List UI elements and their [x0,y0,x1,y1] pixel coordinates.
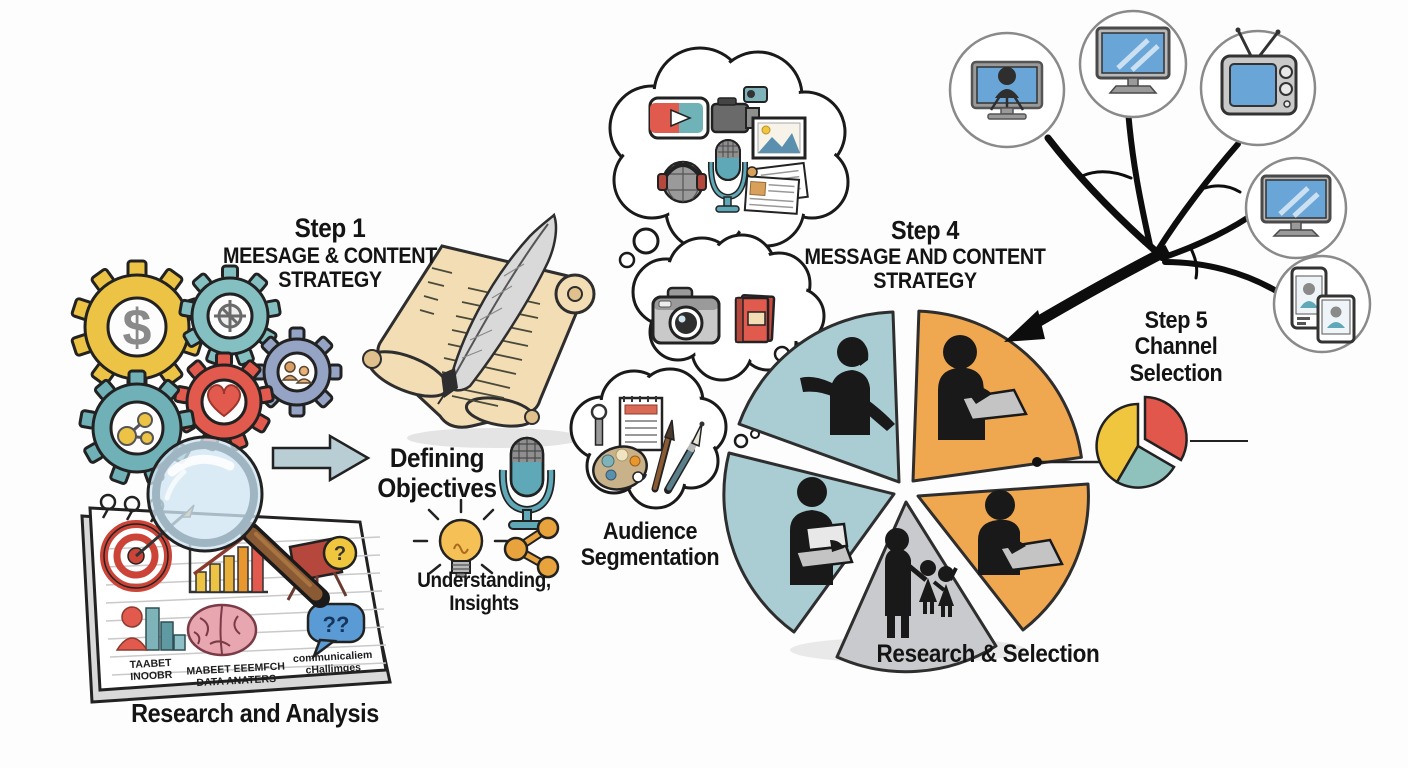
content-thought-bubble [631,233,826,382]
flow-arrow-right-icon [271,433,371,483]
quill-icon [437,212,558,405]
tree-trunk-arrow [1031,245,1171,329]
easel-question-icon: ? [286,535,358,601]
people-gear-icon [251,326,343,418]
research-notebook: ? ?? [80,493,392,704]
defining-objectives-label: Defining Objectives [377,443,497,503]
lightbulb-icon [412,498,510,578]
pie-slice-family [835,500,998,674]
step1-line1: Step 1 [294,213,366,243]
step4-line1: Step 4 [890,215,960,245]
understanding-line2: Insights [449,592,519,616]
research-analysis-label: Research and Analysis [131,698,379,728]
step1-line3: STRATEGY [278,266,382,292]
compass-icon [214,300,246,332]
notepad-icon [618,396,664,452]
step5-line1: Step 5 [1144,307,1208,334]
link-gear-icon [78,369,196,485]
pen-tool-icon [590,403,608,446]
brain-icon [186,603,258,657]
desktop-monitor-2-icon [1260,174,1332,237]
book-icon [734,294,776,344]
audience-line2: Segmentation [580,544,720,572]
photo-frame-icon [751,116,807,160]
scroll-quill [362,212,596,448]
phone-and-tablet-icon [1290,266,1356,344]
silhouette-presenter-woman [800,337,895,435]
silhouette-holding-laptop [790,477,854,585]
palette-icon [592,445,648,491]
heart-gear-icon [173,351,275,452]
microphone-icon [498,436,556,530]
step5-line2: Channel [1134,333,1218,361]
pie-silhouettes [790,335,1064,638]
step4-line2: MESSAGE AND CONTENT [804,243,1046,269]
desktop-monitor-icon [1095,26,1171,94]
double-question-bubble-icon: ?? [306,602,366,660]
understanding-insights-label: Understanding, Insights [417,569,551,615]
share-network-icon [503,516,560,579]
step5-title: Step 5 Channel Selection [1129,307,1223,387]
bubble-microphone-icon [707,139,749,213]
network-icon [117,412,154,446]
research-selection-label: Research & Selection [876,640,1100,668]
gear-cluster: $ [70,259,343,485]
webcam-presenter-monitor-icon [970,60,1044,120]
step1-title: Step 1 MEESAGE & CONTENT STRATEGY [223,213,437,292]
silhouette-person-laptop-2 [978,490,1064,575]
dollar-gear-icon: $ [70,259,204,395]
paintbrush-large-icon [664,421,705,494]
arrowhead-to-pie [1004,310,1045,342]
mini-pie-icon [1032,395,1248,489]
question-glyph: ? [334,543,346,565]
understanding-line1: Understanding, [417,569,551,592]
magnifier-icon [146,435,330,608]
channel-tree [1044,107,1281,295]
notebook-caption-1: TAABET INOOBR [129,656,173,683]
audience-line1: Audience [602,518,698,545]
headphones-globe-icon [657,160,707,204]
newspapers-icon [743,161,809,215]
people-icon [281,361,313,384]
defining-line2: Objectives [377,472,497,503]
creative-thought-bubble [569,367,777,510]
step4-line3: STRATEGY [873,267,977,293]
retro-tv-icon [1220,27,1298,116]
audience-segmentation-label: Audience Segmentation [580,518,720,572]
dollar-glyph: $ [123,299,152,357]
double-question-glyph: ?? [323,612,350,637]
step5-line3: Selection [1129,359,1223,387]
silhouette-person-laptop-1 [938,335,1028,440]
heart-icon [207,384,241,418]
video-player-icon [648,96,710,140]
step1-line2: MEESAGE & CONTENT [223,242,437,268]
paintbrush-icon [651,419,675,493]
camera-icon [651,286,721,345]
notebook-caption-3: communicaliem cHallimges [292,648,373,677]
defining-line1: Defining [389,443,485,473]
person-bars-icon [115,606,186,651]
channel-device-nodes [948,9,1372,354]
media-thought-bubble [608,46,850,269]
silhouette-family [885,528,958,638]
step4-title: Step 4 MESSAGE AND CONTENT STRATEGY [804,216,1045,293]
